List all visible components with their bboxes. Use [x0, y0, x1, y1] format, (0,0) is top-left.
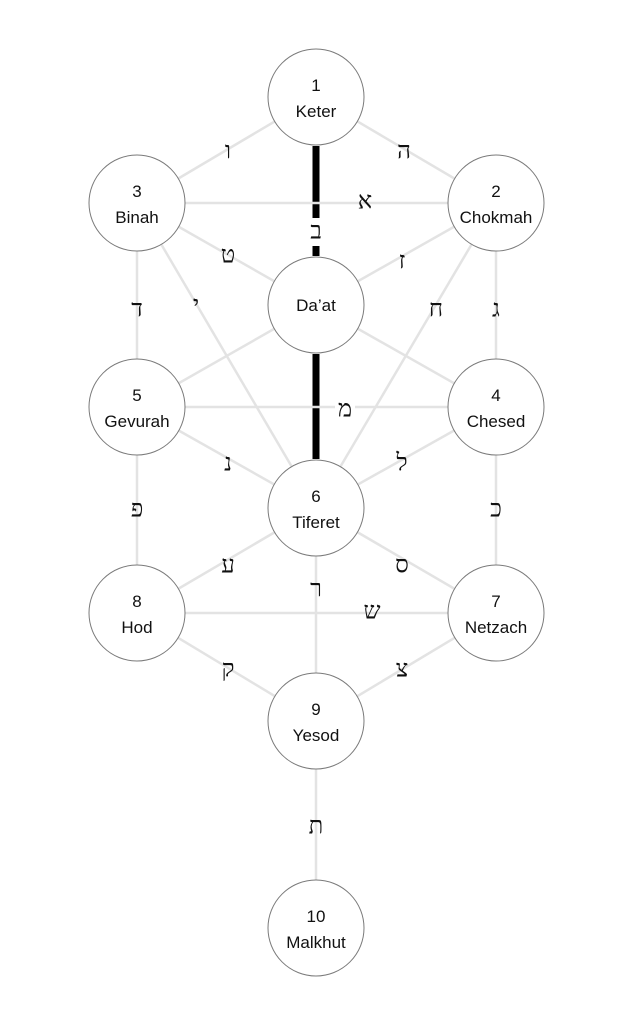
path-letter-netzach-yesod: צ — [396, 655, 409, 683]
path-letter-tiferet-yesod: ר — [310, 575, 322, 603]
path-letter-chokmah-chesed: ג — [492, 295, 500, 323]
path-letter-chokmah-tiferet: ח — [429, 295, 443, 323]
sefirah-circle — [267, 48, 365, 146]
path-letter-chokmah-binah: א — [358, 187, 372, 215]
sefirah-number: 9 — [311, 700, 320, 719]
sefirah-name: Keter — [296, 102, 337, 121]
sefirah-number: 6 — [311, 487, 320, 506]
path-letter-gevurah-hod: פ — [131, 495, 144, 523]
letter-background — [335, 396, 355, 424]
sefirah-name: Netzach — [465, 618, 527, 637]
sefirah-circle — [267, 879, 365, 977]
sefirah-number: 5 — [132, 386, 141, 405]
sefirah-circle — [88, 564, 186, 662]
path-letter-keter-chokmah: ה — [397, 137, 411, 165]
path-letter-chesed-netzach: כ — [490, 495, 502, 523]
path-letter-chokmah-daat: ז — [399, 247, 406, 275]
sefirah-number: 2 — [491, 182, 500, 201]
sefirah-name: Hod — [121, 618, 152, 637]
sefirah-name: Malkhut — [286, 933, 346, 952]
path-letter-daat-tiferet: מ — [338, 395, 352, 423]
sefirah-name: Yesod — [293, 726, 340, 745]
path-letter-netzach-hod: ש — [364, 597, 381, 625]
sefirah-circle — [447, 358, 545, 456]
sefirah-number: 10 — [307, 907, 326, 926]
sefirah-circle — [447, 154, 545, 252]
path-letter-yesod-malkhut: ת — [309, 812, 324, 840]
sefirah-circle — [88, 154, 186, 252]
sefirah-number: 7 — [491, 592, 500, 611]
path-letter-tiferet-netzach: ס — [395, 551, 409, 579]
sefirah-daat: Da’at — [267, 256, 365, 354]
path-letter-chesed-tiferet: ל — [395, 449, 407, 477]
sefirah-number: 8 — [132, 592, 141, 611]
sefirah-name: Chesed — [467, 412, 526, 431]
sefirah-circle — [267, 672, 365, 770]
sefirah-number: 1 — [311, 76, 320, 95]
path-letter-binah-daat: ט — [221, 241, 236, 269]
sefirah-circle — [267, 256, 365, 354]
sefirah-number: 3 — [132, 182, 141, 201]
path-letter-binah-gevurah: ד — [131, 295, 143, 323]
sefirah-name: Gevurah — [104, 412, 169, 431]
path-letter-hod-yesod: ק — [222, 655, 235, 683]
path-letter-gevurah-tiferet: נ — [224, 449, 232, 477]
sefirah-name: Tiferet — [292, 513, 340, 532]
sefirah-circle — [267, 459, 365, 557]
path-letter-keter-daat: ב — [310, 217, 322, 245]
sefirah-name: Binah — [115, 208, 158, 227]
sefirah-name: Da’at — [296, 296, 336, 315]
sefirah-circle — [88, 358, 186, 456]
sefirah-circle — [447, 564, 545, 662]
letter-background — [306, 218, 326, 246]
path-letter-binah-tiferet: י — [193, 291, 199, 319]
letters-layer: ה ו ב א ז ג ח ט ד י מ ל כ נ פ ס ע ר ש צ ק ת — [131, 137, 502, 840]
path-letter-tiferet-hod: ע — [221, 551, 235, 579]
path-letter-keter-binah: ו — [225, 137, 231, 165]
sefirah-name: Chokmah — [460, 208, 533, 227]
sefirah-number: 4 — [491, 386, 500, 405]
